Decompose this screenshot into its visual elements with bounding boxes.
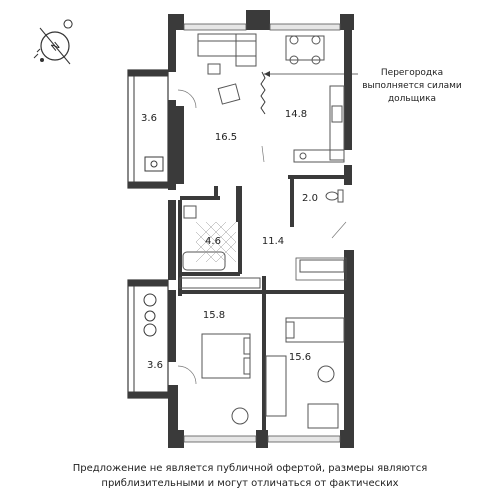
disclaimer-line-2: приблизительными и могут отличаться от ф… bbox=[101, 478, 399, 489]
toilet-icon bbox=[325, 189, 344, 203]
tile-pattern bbox=[195, 221, 237, 263]
kitchen-counter-icon bbox=[293, 85, 345, 163]
room-area-living: 16.5 bbox=[215, 132, 237, 143]
room-area-wc: 2.0 bbox=[302, 193, 318, 204]
room-area-balcony-top: 3.6 bbox=[141, 113, 157, 124]
armchair-icon bbox=[217, 83, 241, 105]
room-area-kitchen: 14.8 bbox=[285, 109, 307, 120]
balcony-bottom bbox=[127, 279, 169, 399]
desk-icon bbox=[265, 355, 287, 417]
partition-squiggle bbox=[260, 71, 266, 115]
sofa-icon bbox=[197, 33, 257, 67]
room-area-balcony-bottom: 3.6 bbox=[147, 360, 163, 371]
room-area-bathroom: 4.6 bbox=[205, 236, 221, 247]
callout-arrow-head bbox=[264, 71, 270, 77]
callout-line-3: дольщика bbox=[388, 94, 436, 104]
interior-walls bbox=[178, 175, 347, 432]
north-arrow-compass-icon: N bbox=[33, 19, 73, 65]
desk-icon bbox=[307, 403, 339, 429]
exterior-walls bbox=[168, 10, 354, 448]
chair-icon bbox=[317, 365, 335, 383]
coffee-table-icon bbox=[207, 63, 221, 75]
callout-line-1: Перегородка bbox=[381, 68, 443, 78]
single-bed-icon bbox=[285, 317, 345, 343]
room-area-bedroom-2: 15.6 bbox=[289, 352, 311, 363]
chair-icon bbox=[231, 407, 249, 425]
door-swing bbox=[177, 89, 347, 385]
callout-line-2: выполняется силами bbox=[362, 81, 462, 91]
washbasin-icon bbox=[183, 205, 197, 219]
room-area-hall: 11.4 bbox=[262, 236, 284, 247]
balcony-top bbox=[127, 69, 169, 189]
disclaimer-line-1: Предложение не является публичной оферто… bbox=[72, 463, 428, 474]
room-area-bedroom-1: 15.8 bbox=[203, 310, 225, 321]
dining-table-icon bbox=[285, 35, 325, 65]
double-bed-icon bbox=[201, 333, 251, 379]
wardrobe-icon bbox=[179, 259, 345, 289]
